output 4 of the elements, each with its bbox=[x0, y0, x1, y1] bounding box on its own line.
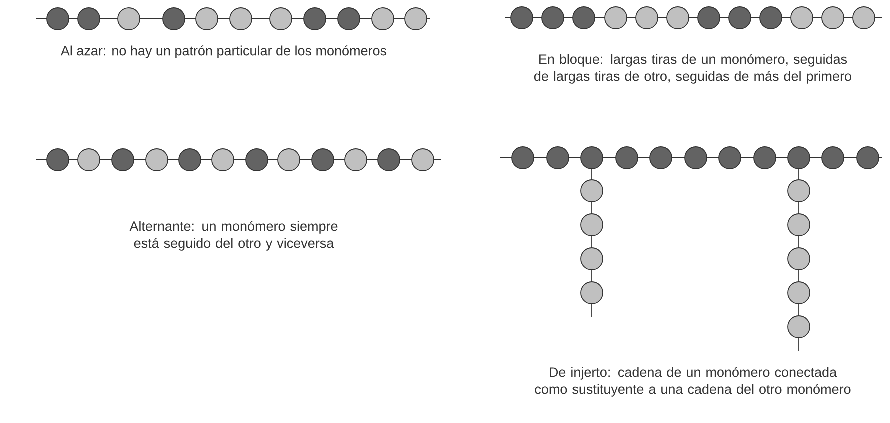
caption: De injerto: cadena de un monómero conectada como sustituyente a una cadena del otro monómero bbox=[535, 367, 851, 397]
caption: En bloque: largas tiras de un monómero, seguidas de largas tiras de otro, seguidas de más del primero bbox=[534, 54, 852, 84]
caption: Alternante: un monómero siempre está seguido del otro y viceversa bbox=[130, 221, 338, 251]
caption: Al azar: no hay un patrón particular de los monómeros bbox=[60, 46, 387, 58]
